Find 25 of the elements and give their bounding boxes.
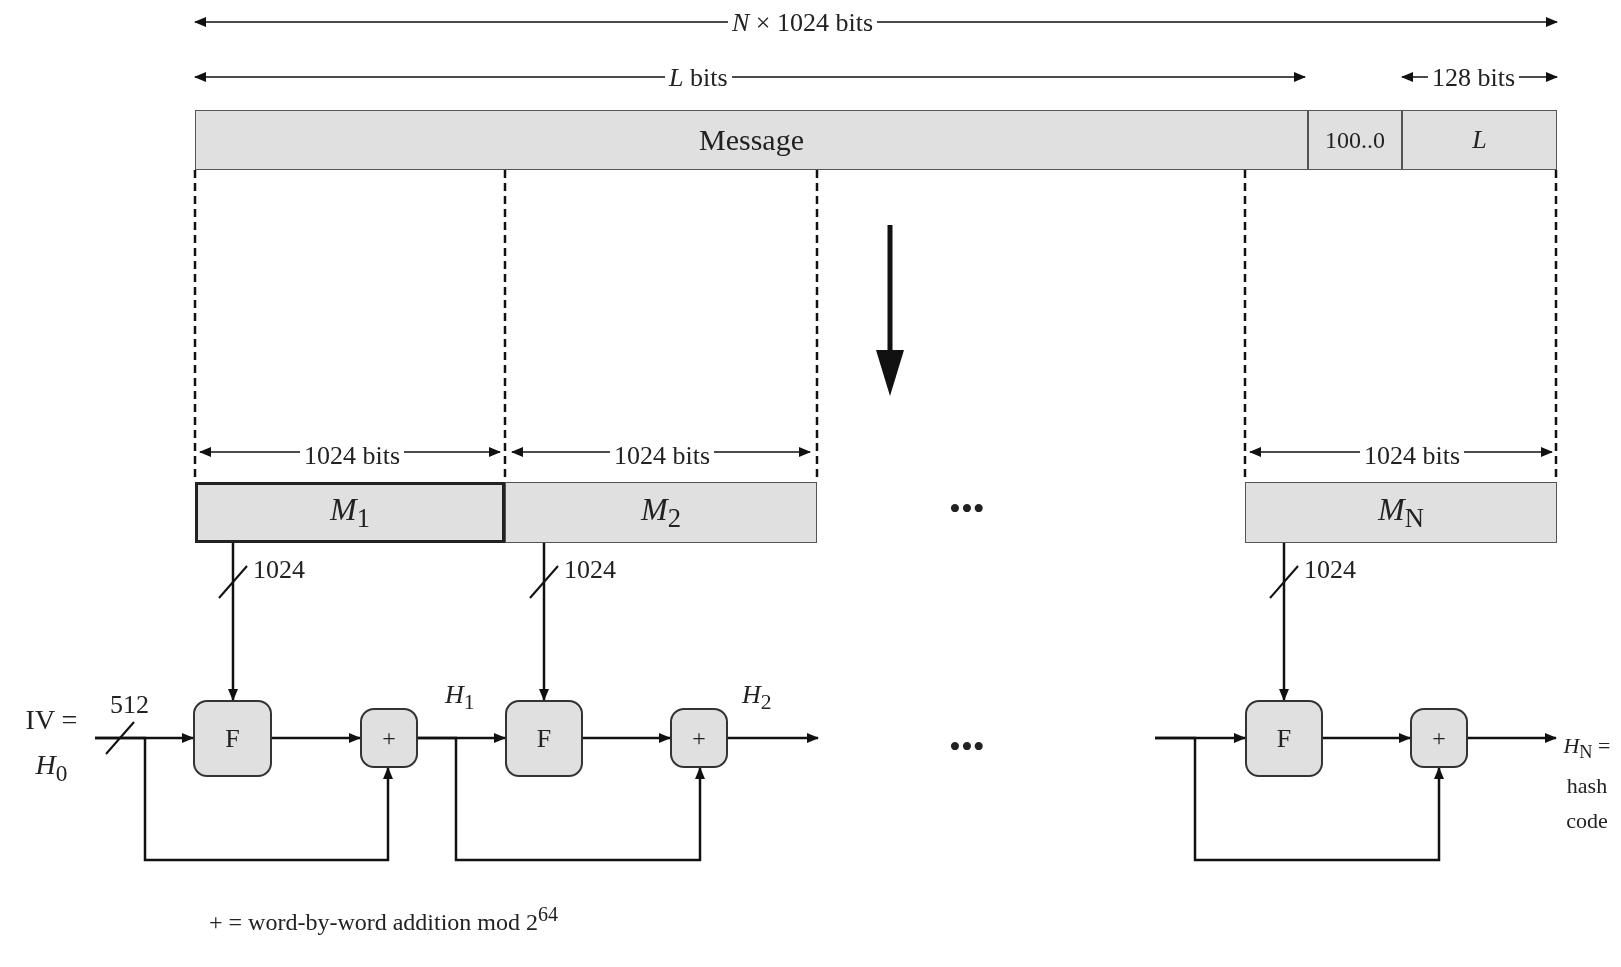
message-block: M$_{N}$ xyxy=(1245,482,1557,543)
arrow xyxy=(228,543,238,701)
function-box: F xyxy=(1245,700,1323,777)
function-box: + xyxy=(670,708,728,768)
arrow xyxy=(272,733,361,743)
message-block: L xyxy=(1402,110,1557,170)
arrow xyxy=(1323,733,1411,743)
message-block: 100..0 xyxy=(1308,110,1402,170)
arrow xyxy=(583,733,671,743)
arrow xyxy=(1155,736,1444,862)
arrow xyxy=(1279,543,1289,701)
message-block: Message xyxy=(195,110,1308,170)
function-box: F xyxy=(505,700,583,777)
node-text: IV = H$_{0}$ xyxy=(8,700,95,790)
arrow xyxy=(539,543,549,701)
message-block: M$_{2}$ xyxy=(505,482,817,543)
arrow xyxy=(95,736,393,862)
function-box: F xyxy=(193,700,272,777)
arrow xyxy=(728,733,819,743)
node-text: H$_{N}$ = hash code xyxy=(1556,708,1618,858)
message-block: M$_{1}$ xyxy=(195,482,505,543)
arrow xyxy=(1468,733,1557,743)
arrow xyxy=(418,736,705,862)
function-box: + xyxy=(1410,708,1468,768)
function-box: + xyxy=(360,708,418,768)
